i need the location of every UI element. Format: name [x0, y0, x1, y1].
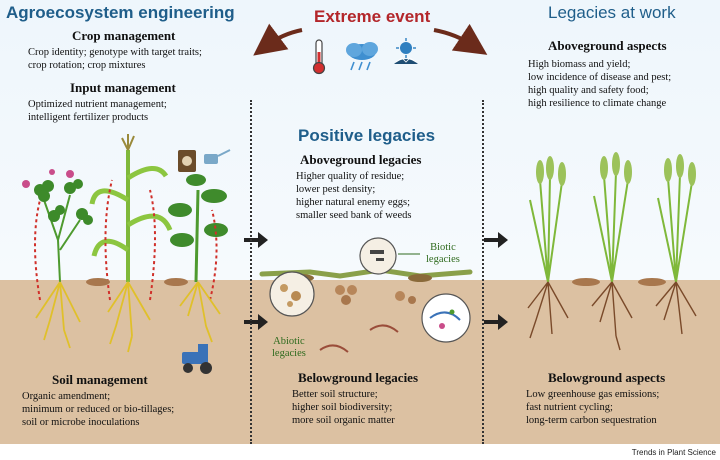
heading-extreme-event: Extreme event [314, 7, 431, 26]
belowground-legacies-line: higher soil biodiversity; [292, 402, 393, 413]
abiotic-label-line: Abiotic [273, 336, 305, 347]
wheat-roots [527, 281, 697, 351]
aboveground-aspects-line: High biomass and yield; [528, 59, 631, 70]
soil-biota-circle [421, 293, 471, 343]
heading-agroecosystem-engineering: Agroecosystem engineering [6, 3, 235, 22]
abiotic-label-line: legacies [272, 348, 306, 359]
heading-legacies-at-work: Legacies at work [548, 3, 676, 22]
nutrient-flow-arrows [34, 179, 218, 301]
sun-drought-icon [394, 38, 418, 64]
soil-surface-clumps [86, 278, 666, 286]
divider-right [482, 100, 484, 444]
watering-can-icon [204, 149, 231, 164]
divider-left [250, 100, 252, 444]
biotic-label-line: Biotic [430, 242, 456, 253]
belowground-aspects-line: Low greenhouse gas emissions; [526, 389, 660, 400]
journal-credit: Trends in Plant Science [631, 448, 716, 457]
event-arrow-right [433, 23, 488, 55]
biotic-legacy-circle [359, 237, 397, 275]
biotic-label-line: legacies [426, 254, 460, 265]
flow-arrow-right-upper [484, 232, 508, 248]
heading-positive-legacies: Positive legacies [298, 126, 436, 145]
soil-management-title: Soil management [52, 372, 148, 387]
aboveground-aspects-line: low incidence of disease and pest; [528, 72, 672, 83]
belowground-aspects-line: fast nutrient cycling; [526, 402, 613, 413]
aboveground-legacies-text: Higher quality of residue; lower pest de… [296, 170, 411, 222]
soil-background [0, 280, 720, 444]
crop-management-title: Crop management [72, 28, 176, 43]
aboveground-legacies-line: Higher quality of residue; [296, 171, 405, 182]
clover-plant [22, 169, 93, 283]
soybean-plant [168, 174, 228, 283]
tractor-icon [182, 344, 212, 374]
aboveground-legacies-line: higher natural enemy eggs; [296, 197, 411, 208]
cloud-rain-icon [346, 42, 378, 71]
aboveground-aspects-title: Aboveground aspects [548, 38, 667, 53]
belowground-legacies-text: Better soil structure; higher soil biodi… [292, 388, 395, 427]
flow-arrow-left-upper [244, 232, 268, 248]
yellow-roots [35, 281, 221, 353]
aboveground-legacies-line: smaller seed bank of weeds [296, 210, 412, 221]
aboveground-aspects-line: high quality and safety food; [528, 85, 649, 96]
soil-management-line: minimum or reduced or bio-tillages; [22, 404, 175, 415]
soil-aggregates [319, 285, 416, 353]
thermometer-icon [312, 39, 326, 75]
event-arrow-left [253, 23, 303, 56]
crop-management-line: crop rotation; crop mixtures [28, 60, 146, 71]
input-management-line: Optimized nutrient management; [28, 99, 167, 110]
belowground-legacies-line: Better soil structure; [292, 389, 378, 400]
crop-management-line: Crop identity; genotype with target trai… [28, 47, 202, 58]
belowground-legacies-title: Belowground legacies [298, 370, 419, 385]
belowground-legacies-line: more soil organic matter [292, 415, 395, 426]
soil-management-line: soil or microbe inoculations [22, 417, 140, 428]
belowground-aspects-line: long-term carbon sequestration [526, 415, 657, 426]
abiotic-legacies-label: Abiotic legacies [272, 336, 306, 360]
biotic-legacies-label: Biotic legacies [426, 242, 460, 266]
aboveground-aspects-line: high resilience to climate change [528, 98, 667, 109]
flow-arrow-left-lower [244, 314, 268, 330]
input-management-title: Input management [70, 80, 176, 95]
aboveground-legacies-title: Aboveground legacies [300, 152, 422, 167]
abiotic-legacy-circle [269, 271, 315, 317]
belowground-aspects-text: Low greenhouse gas emissions; fast nutri… [526, 388, 659, 427]
soil-management-text: Organic amendment; minimum or reduced or… [22, 390, 174, 429]
crop-management-text: Crop identity; genotype with target trai… [28, 46, 202, 72]
maize-plant [89, 134, 173, 282]
aboveground-aspects-text: High biomass and yield; low incidence of… [528, 58, 671, 110]
aboveground-legacies-line: lower pest density; [296, 184, 376, 195]
flow-arrow-right-lower [484, 314, 508, 330]
belowground-aspects-title: Belowground aspects [548, 370, 666, 385]
input-management-line: intelligent fertilizer products [28, 112, 149, 123]
input-management-text: Optimized nutrient management; intellige… [28, 98, 167, 124]
fertilizer-bag-icon [178, 150, 196, 172]
wheat-field [529, 152, 696, 283]
soil-management-line: Organic amendment; [22, 391, 111, 402]
